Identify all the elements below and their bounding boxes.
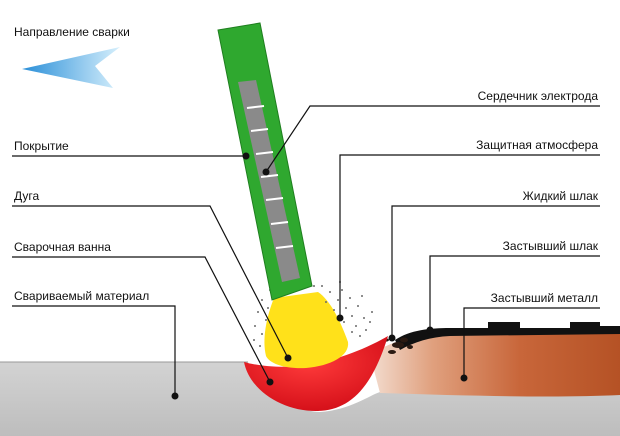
label-weld-pool: Сварочная ванна	[14, 240, 111, 254]
callout-arc: Дуга	[12, 189, 292, 362]
arc	[264, 292, 349, 369]
callout-coating: Покрытие	[12, 139, 250, 160]
label-solidified-metal: Застывший металл	[491, 291, 598, 305]
label-liquid-slag: Жидкий шлак	[523, 189, 599, 203]
direction-arrow-icon	[22, 47, 120, 88]
callout-electrode-core: Сердечник электрода	[262, 89, 600, 176]
label-electrode-core: Сердечник электрода	[478, 89, 599, 103]
direction-label: Направление сварки	[14, 25, 130, 39]
callout-liquid-slag: Жидкий шлак	[388, 189, 600, 342]
solidified-metal	[370, 330, 620, 397]
label-shielding-atmosphere: Защитная атмосфера	[476, 138, 598, 152]
callout-solidified-metal: Застывший металл	[460, 291, 600, 382]
callout-shielding-atmosphere: Защитная атмосфера	[336, 138, 600, 322]
label-base-material: Свариваемый материал	[14, 289, 149, 303]
label-solidified-slag: Застывший шлак	[503, 239, 599, 253]
solidified-slag	[395, 322, 620, 350]
label-coating: Покрытие	[14, 139, 69, 153]
callout-solidified-slag: Застывший шлак	[426, 239, 600, 334]
electrode-core-marks	[246, 105, 294, 249]
base-material	[0, 362, 620, 436]
label-arc: Дуга	[14, 189, 40, 203]
callout-weld-pool: Сварочная ванна	[12, 240, 274, 386]
weld-pool	[244, 336, 388, 412]
callout-base-material: Свариваемый материал	[12, 289, 179, 400]
